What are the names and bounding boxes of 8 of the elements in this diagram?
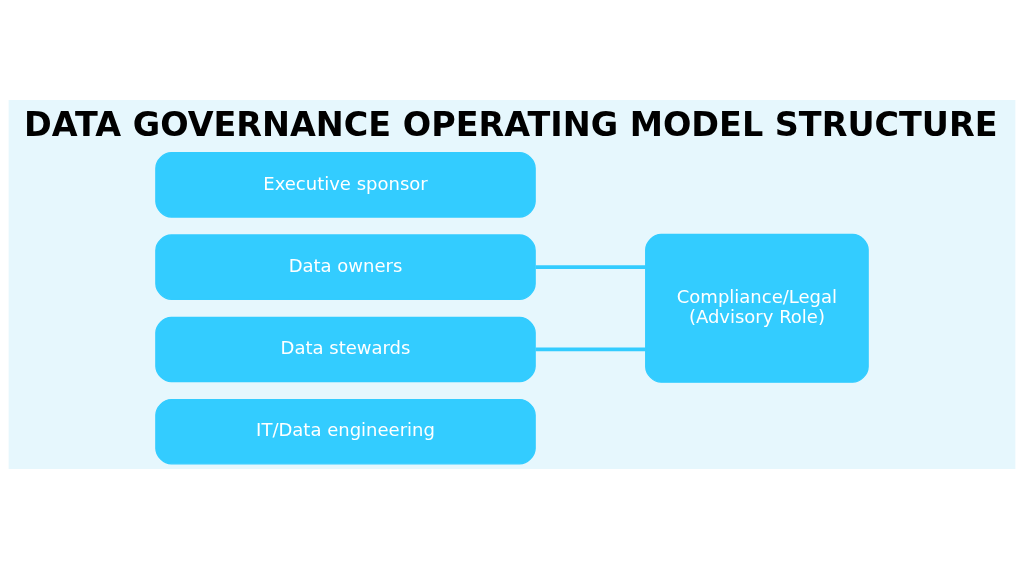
node-box: IT/Data engineering [155, 398, 536, 465]
node-box: Data owners [155, 234, 536, 300]
diagram-title: DATA GOVERNANCE OPERATING MODEL STRUCTURE [24, 104, 998, 144]
node-box: Data stewards [155, 316, 536, 383]
node-box: Compliance/Legal (Advisory Role) [645, 233, 869, 383]
connector [535, 347, 646, 352]
connector [535, 265, 646, 270]
node-box: Executive sponsor [155, 152, 536, 218]
